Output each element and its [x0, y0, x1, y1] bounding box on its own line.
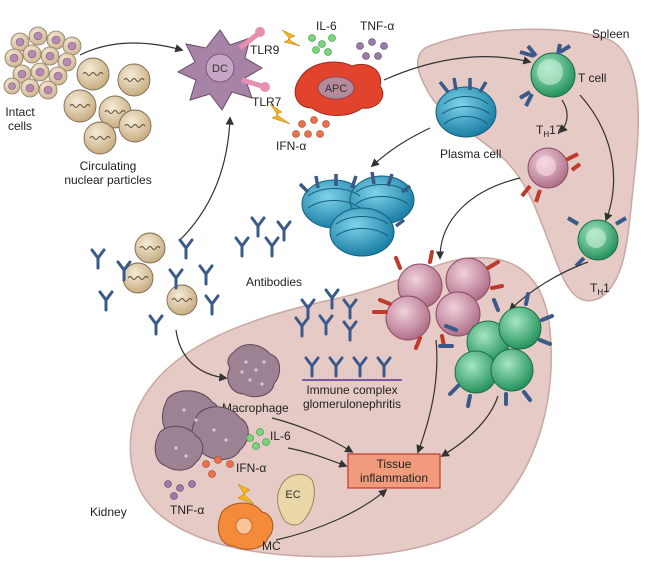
- il6-dots-top: [308, 34, 336, 56]
- lightning-icon: [237, 483, 255, 505]
- ec-label: EC: [285, 489, 300, 501]
- lightning-icon: [281, 29, 301, 47]
- il6-kidney-label: IL-6: [270, 429, 291, 443]
- antibodies-group: [234, 216, 292, 258]
- dc-nucleus: [205, 53, 235, 83]
- dna-squiggles: [69, 72, 146, 140]
- nuclear-particles-cluster: [63, 57, 152, 155]
- kidney-macrophages: [154, 390, 249, 471]
- tlr9-receptor: [238, 27, 265, 50]
- arrow-th1-to-tissue: [440, 395, 499, 457]
- dc-label: DC: [212, 63, 228, 75]
- arrow-antibodies-to-dc: [179, 116, 234, 241]
- ifna-dots-kidney: [202, 456, 234, 478]
- circulating-label-2: nuclear particles: [64, 173, 151, 187]
- tnfa-top-label: TNF-α: [360, 19, 394, 33]
- macrophage-cell: [227, 344, 280, 398]
- tissue-inflammation-box: [347, 453, 441, 489]
- macrophage-label: Macrophage: [222, 401, 289, 415]
- tnfa-dots-top: [356, 38, 388, 60]
- arrow-tcell-to-th1: [579, 94, 615, 222]
- th17-cell: [520, 147, 582, 203]
- immune-complex-antibodies: [294, 288, 358, 342]
- macrophage-granules: [240, 360, 266, 386]
- ifna-top-label: IFN-α: [276, 139, 306, 153]
- th17-label-main: TH17: [536, 123, 563, 139]
- il6-dots-kidney: [246, 428, 270, 450]
- th1-cell: [566, 216, 628, 268]
- immune-complex-label-2: glomerulonephritis: [303, 397, 401, 411]
- antibody-nuclear-cluster: [90, 232, 220, 336]
- th1-cluster-kidney: [438, 292, 554, 408]
- kidney-label: Kidney: [90, 505, 127, 519]
- tlr7-label: TLR7: [252, 95, 282, 109]
- arrow-cells-to-dc: [79, 42, 184, 56]
- tissue-label-2: inflammation: [360, 471, 428, 485]
- tissue-label-1: Tissue: [377, 457, 412, 471]
- mc-label: MC: [262, 539, 281, 553]
- ec-cell: [277, 474, 315, 526]
- intact-cells-label-1: Intact: [5, 105, 35, 119]
- plasma-cell-spleen: [435, 77, 497, 138]
- circulating-label-1: Circulating: [80, 159, 137, 173]
- tnfa-kidney-label: TNF-α: [170, 503, 204, 517]
- intact-cells-cluster: [3, 26, 82, 100]
- plasma-cell-label: Plasma cell: [440, 147, 501, 161]
- t-cell-label: T cell: [578, 71, 606, 85]
- lightning-icon: [269, 103, 291, 125]
- tlr9-label: TLR9: [250, 43, 280, 57]
- glomerulus-antibody-row: [304, 356, 392, 378]
- plasma-cell-cluster: [298, 171, 415, 257]
- arrow-th17-to-tissue: [416, 339, 438, 454]
- tlr7-receptor: [241, 77, 270, 92]
- arrow-cytokines-to-tissue: [287, 447, 348, 468]
- intact-cells-label-2: cells: [8, 119, 32, 133]
- arrow-macrophage-to-tissue: [271, 417, 354, 453]
- arrow-apc-to-tcell: [383, 56, 532, 81]
- th1-label-main: TH1: [590, 281, 610, 297]
- spleen-label: Spleen: [592, 27, 629, 41]
- ifna-dots-top: [292, 116, 330, 138]
- arrow-plasma-to-cluster: [370, 127, 431, 168]
- t-cell: [518, 43, 576, 107]
- il6-top-label: IL-6: [316, 19, 337, 33]
- tnfa-dots-kidney: [164, 480, 196, 500]
- ifna-kidney-label: IFN-α: [236, 461, 266, 475]
- arrow-antibodies-to-macrophage: [175, 329, 228, 382]
- mc-nucleus: [235, 517, 253, 535]
- apc-label: APC: [325, 83, 348, 95]
- arrow-spleen-to-kidney-1: [435, 177, 521, 260]
- arrow-tcell-to-th17: [558, 99, 568, 134]
- arrow-spleen-to-kidney-2: [508, 261, 589, 312]
- arrow-mc-to-tissue: [275, 488, 388, 541]
- antibodies-label: Antibodies: [246, 275, 302, 289]
- immune-complex-label-1: Immune complex: [306, 383, 397, 397]
- apc-nucleus: [317, 76, 355, 100]
